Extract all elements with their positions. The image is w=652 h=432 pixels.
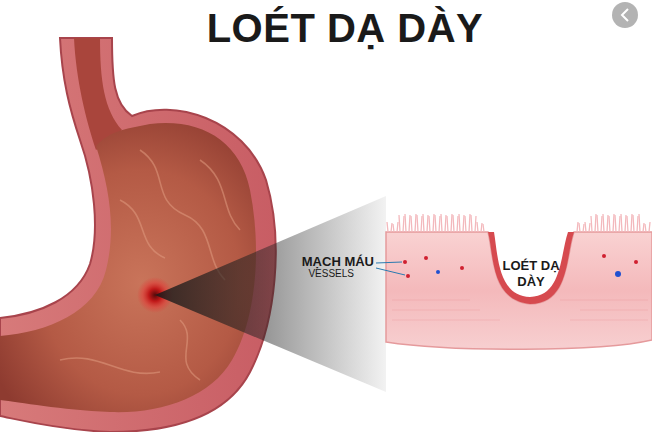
villi (387, 214, 650, 232)
villus (411, 216, 412, 232)
tissue-section (386, 232, 652, 349)
vessel-dot (436, 270, 440, 274)
villus (645, 224, 646, 232)
villus (643, 223, 644, 232)
villus (483, 224, 484, 232)
vessel-dot (460, 266, 464, 270)
villus (609, 216, 610, 232)
stomach-wall (0, 38, 276, 432)
villus (391, 223, 392, 232)
villus (445, 215, 446, 232)
tissue-mesh (392, 300, 648, 320)
fold (180, 320, 200, 380)
villus (591, 216, 592, 232)
villus (469, 214, 470, 232)
villus (607, 215, 608, 232)
villus (393, 224, 394, 232)
villus (447, 216, 448, 232)
villus (439, 216, 440, 232)
villus (597, 215, 598, 232)
villus (387, 222, 388, 232)
villus (579, 223, 580, 232)
villus (435, 215, 436, 232)
villus (427, 215, 428, 232)
button-circle (612, 2, 638, 28)
villus (595, 214, 596, 232)
villus (433, 214, 434, 232)
stomach-cavity (0, 123, 256, 412)
villus (649, 222, 650, 232)
villus (429, 216, 430, 232)
villus (457, 216, 458, 232)
villus (639, 214, 640, 232)
fold (200, 160, 240, 230)
villus (415, 214, 416, 232)
leader-line (376, 262, 402, 263)
chevron-icon (622, 9, 628, 21)
villus (451, 214, 452, 232)
mesh-lines (392, 300, 648, 320)
villus (423, 214, 424, 232)
villus (477, 222, 478, 232)
villus (471, 215, 472, 232)
fold (120, 200, 165, 258)
villus (585, 222, 586, 232)
villus (399, 215, 400, 232)
villus (409, 215, 410, 232)
rugae-folds (60, 150, 240, 380)
villus (627, 216, 628, 232)
vessel-dot (602, 254, 606, 258)
vessel-dot (406, 274, 410, 278)
villus (417, 215, 418, 232)
villus (631, 214, 632, 232)
villus (637, 216, 638, 232)
vessel-label-en: VESSELS (308, 268, 354, 281)
villus (601, 216, 602, 232)
vessel-dot (615, 271, 621, 277)
villus (619, 216, 620, 232)
villus (621, 214, 622, 232)
villus (577, 222, 578, 232)
villus (481, 223, 482, 232)
fold (140, 150, 225, 280)
back-button (612, 2, 638, 28)
leader-line (376, 268, 405, 275)
villus (589, 223, 590, 232)
fold (60, 358, 160, 373)
villus (459, 214, 460, 232)
ulcer-label: LOÉT DẠ DÀY (496, 258, 566, 291)
villus (397, 222, 398, 232)
villus (613, 214, 614, 232)
villus (453, 215, 454, 232)
villus (625, 215, 626, 232)
villus (615, 215, 616, 232)
villus (403, 216, 404, 232)
villus (421, 216, 422, 232)
villus (463, 215, 464, 232)
villus (475, 216, 476, 232)
villus (633, 215, 634, 232)
ulcer-crater (488, 232, 574, 304)
leader-lines (376, 262, 405, 275)
vessel-dot (403, 260, 407, 264)
vessel-label: MẠCH MÁU (302, 254, 374, 270)
villus (405, 214, 406, 232)
villus (603, 214, 604, 232)
title: LOÉT DẠ DÀY (207, 6, 484, 51)
villus (583, 224, 584, 232)
villus (465, 216, 466, 232)
vessel-dot (424, 256, 428, 260)
zoom-cone (155, 196, 386, 392)
vessel-dot (634, 260, 638, 264)
villus (441, 214, 442, 232)
